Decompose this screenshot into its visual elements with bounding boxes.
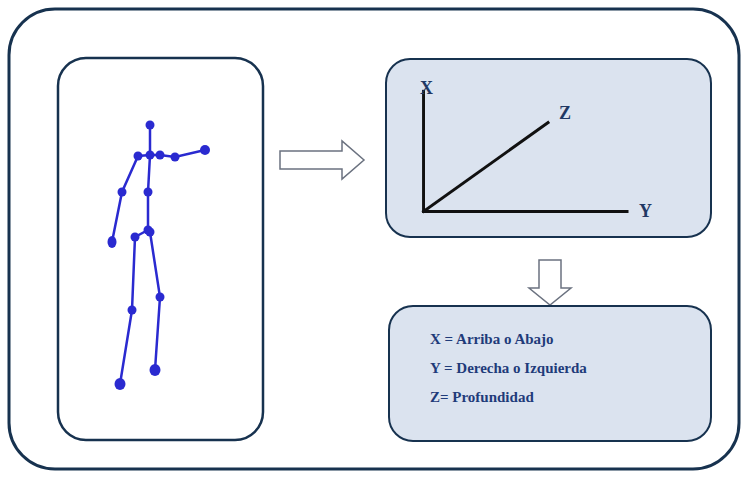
- block-arrow: [280, 141, 364, 179]
- axes-illustration: [387, 60, 710, 236]
- x-axis: [422, 91, 425, 211]
- axis-label: Y: [639, 201, 652, 221]
- y-axis: [424, 210, 627, 213]
- figure-panel: [58, 58, 263, 440]
- skeleton-lines: [112, 125, 205, 384]
- axis-definition: X = Arriba o Abajo: [430, 329, 554, 349]
- skeleton-joints: [108, 121, 211, 391]
- block-arrow: [529, 260, 571, 305]
- z-axis: [424, 123, 548, 212]
- axes-box: X Z Y: [385, 58, 712, 238]
- axis-label: X: [420, 78, 433, 98]
- axis-definition: Y = Derecha o Izquierda: [430, 358, 587, 378]
- axis-definition: Z= Profundidad: [430, 387, 534, 407]
- axis-label: Z: [559, 103, 571, 123]
- outer-frame: [9, 9, 739, 469]
- definition-box: X = Arriba o Abajo Y = Derecha o Izquierd…: [388, 305, 712, 442]
